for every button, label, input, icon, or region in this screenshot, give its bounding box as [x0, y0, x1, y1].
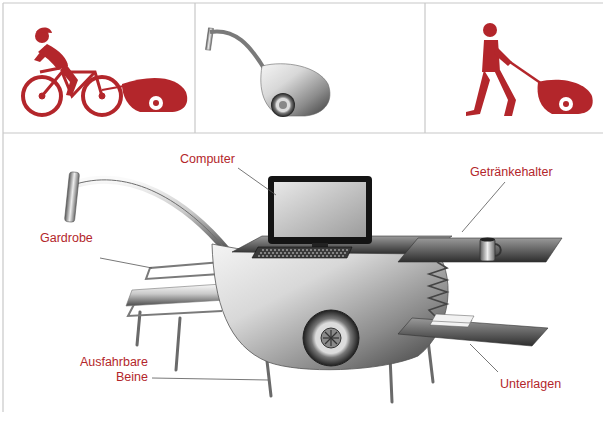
trailer-small [279, 101, 287, 109]
leader-line [100, 168, 505, 380]
trailer-office [480, 239, 495, 261]
trailer-office [325, 332, 337, 344]
trailer-small [210, 31, 265, 70]
trailer-silhouette [563, 101, 569, 107]
handle-bar [76, 180, 228, 252]
trailer-office [274, 182, 366, 237]
trailer-office [262, 250, 348, 251]
cyclist-silhouette [36, 28, 52, 33]
walker-silhouette [466, 70, 490, 116]
trailer-small [271, 93, 295, 117]
part-label: Getränkehalter [470, 165, 553, 180]
trailer-office [303, 310, 359, 366]
wardrobe-plate [126, 284, 226, 306]
trailer-body [212, 244, 448, 370]
leader-line [470, 344, 498, 372]
spring [429, 262, 447, 318]
trailer-office [146, 262, 222, 279]
cup [480, 238, 501, 262]
handle-bar-edge [76, 180, 228, 252]
leader-line [462, 182, 505, 232]
trailer-silhouette [538, 80, 593, 114]
leader-line [238, 168, 276, 195]
document-shelf [398, 318, 548, 346]
trailer-small [261, 64, 330, 116]
cyclist-silhouette [34, 46, 50, 62]
walker-silhouette [466, 23, 542, 116]
trailer-office [480, 238, 495, 242]
trailer-small [205, 28, 329, 117]
cyclist-silhouette [60, 64, 78, 96]
trailer-silhouette [559, 97, 573, 111]
trailer-office [258, 256, 345, 257]
walker-silhouette [494, 70, 516, 116]
panel-frame [3, 3, 603, 412]
trailer-silhouette [538, 80, 593, 114]
leader-line [100, 258, 152, 268]
trailer-office [432, 314, 474, 323]
trailer-office [176, 318, 180, 370]
walker-silhouette [510, 62, 542, 84]
trailer-office [325, 332, 337, 344]
trailer-office [323, 330, 339, 346]
trailer-silhouette [122, 78, 187, 112]
trailer-office [258, 250, 348, 256]
panel-frame [424, 3, 425, 133]
walker-silhouette [483, 23, 497, 37]
cyclist-silhouette [23, 28, 121, 115]
panel-frame [3, 132, 603, 133]
leader-line [152, 378, 268, 380]
trailer-office [137, 312, 140, 345]
part-label: Gardrobe [40, 231, 93, 246]
trailer-office [268, 176, 372, 244]
documents [430, 314, 474, 327]
trailer-silhouette [102, 78, 187, 112]
trailer-office [64, 172, 562, 402]
trailer-silhouette [102, 86, 124, 90]
part-label: Ausfahrbare Beine [76, 355, 148, 385]
drink-shelf [398, 238, 562, 262]
panel-frame [3, 2, 603, 3]
wheel [303, 310, 359, 366]
panel-frame [194, 3, 195, 133]
trailer-office [252, 247, 352, 258]
part-label: Computer [180, 152, 235, 167]
computer [252, 176, 372, 258]
part-label: Unterlagen [500, 377, 561, 392]
trailer-office [321, 328, 341, 348]
trailer-office [260, 253, 347, 254]
handle-grip [64, 172, 79, 223]
walker-silhouette [494, 46, 512, 66]
trailer-silhouette [149, 96, 163, 110]
trailer-silhouette [153, 100, 159, 106]
panel-frame [2, 3, 3, 412]
